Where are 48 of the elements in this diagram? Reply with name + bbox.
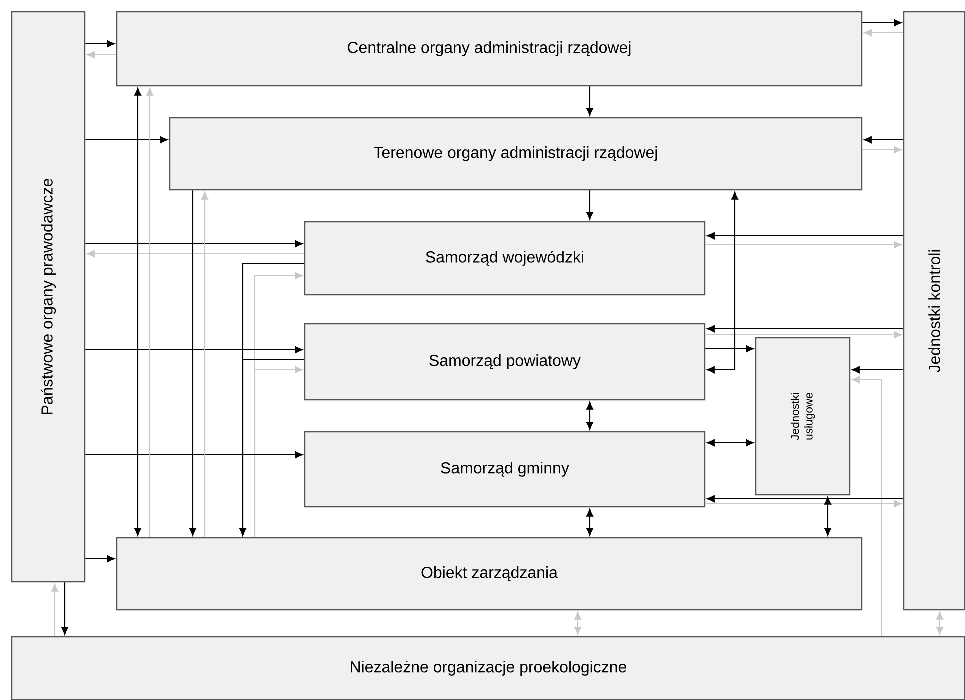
arrow [864, 29, 904, 37]
arrow [707, 192, 739, 374]
arrow [86, 346, 303, 354]
arrow [86, 136, 168, 144]
arrow [586, 402, 594, 430]
arrow [239, 359, 304, 536]
arrow [61, 582, 69, 635]
arrow [586, 86, 594, 116]
process-box: Samorząd wojewódzki [304, 221, 706, 296]
arrow [936, 612, 944, 635]
arrow [864, 136, 904, 144]
arrow [146, 88, 154, 538]
process-box: Terenowe organy administracji rządowej [169, 117, 863, 191]
arrow [134, 88, 142, 536]
arrow [707, 232, 904, 240]
arrow [87, 250, 304, 258]
arrow [201, 192, 209, 538]
process-box: Niezależne organizacje proekologiczne [11, 636, 965, 700]
arrow [862, 19, 902, 27]
arrow [706, 241, 902, 249]
arrow [706, 500, 902, 508]
process-box: Państwowe organy prawodawcze [11, 11, 86, 583]
arrow [87, 51, 116, 59]
arrow [852, 376, 883, 636]
arrow [86, 240, 303, 248]
process-box: Jednostki kontroli [903, 11, 965, 611]
arrow [254, 366, 303, 538]
process-box: Jednostki usługowe [755, 337, 851, 496]
arrow [824, 497, 832, 536]
process-box: Centralne organy administracji rządowej [116, 11, 863, 87]
arrow [586, 190, 594, 220]
process-box: Samorząd gminny [304, 431, 706, 508]
arrow [862, 146, 902, 154]
process-box: Samorząd powiatowy [304, 323, 706, 401]
arrow [189, 190, 197, 536]
arrow [707, 325, 904, 333]
arrow [706, 345, 754, 353]
arrow [86, 451, 303, 459]
arrow [707, 495, 904, 503]
arrow [574, 612, 582, 635]
arrow [852, 366, 904, 374]
arrow [86, 40, 115, 48]
process-box: Obiekt zarządzania [116, 537, 863, 611]
arrow [707, 439, 754, 447]
arrow [86, 555, 115, 563]
arrow [706, 331, 902, 339]
arrow [586, 509, 594, 536]
arrow [51, 584, 59, 636]
